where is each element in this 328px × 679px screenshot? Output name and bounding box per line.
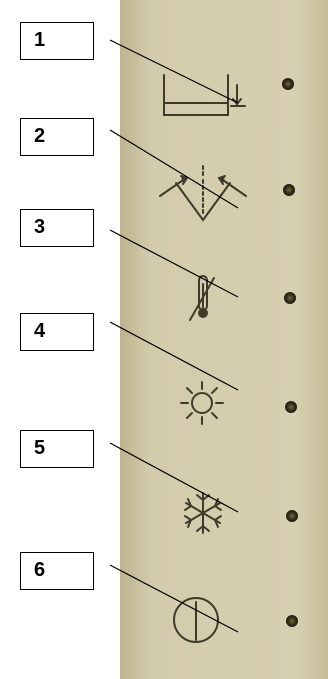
callout-number: 1 bbox=[34, 29, 45, 52]
indicator-led-2 bbox=[283, 184, 295, 196]
indicator-led-5 bbox=[286, 510, 298, 522]
indicator-led-4 bbox=[285, 401, 297, 413]
callout-number: 3 bbox=[34, 216, 45, 239]
callout-6: 6 bbox=[20, 552, 94, 590]
callout-5: 5 bbox=[20, 430, 94, 468]
indicator-led-1 bbox=[282, 78, 294, 90]
callout-1: 1 bbox=[20, 22, 94, 60]
callout-3: 3 bbox=[20, 209, 94, 247]
callout-number: 2 bbox=[34, 125, 45, 148]
callout-4: 4 bbox=[20, 313, 94, 351]
indicator-led-6 bbox=[286, 615, 298, 627]
indicator-led-3 bbox=[284, 292, 296, 304]
callout-number: 4 bbox=[34, 320, 45, 343]
callout-number: 5 bbox=[34, 437, 45, 460]
panel-background bbox=[120, 0, 328, 679]
callout-number: 6 bbox=[34, 559, 45, 582]
callout-2: 2 bbox=[20, 118, 94, 156]
